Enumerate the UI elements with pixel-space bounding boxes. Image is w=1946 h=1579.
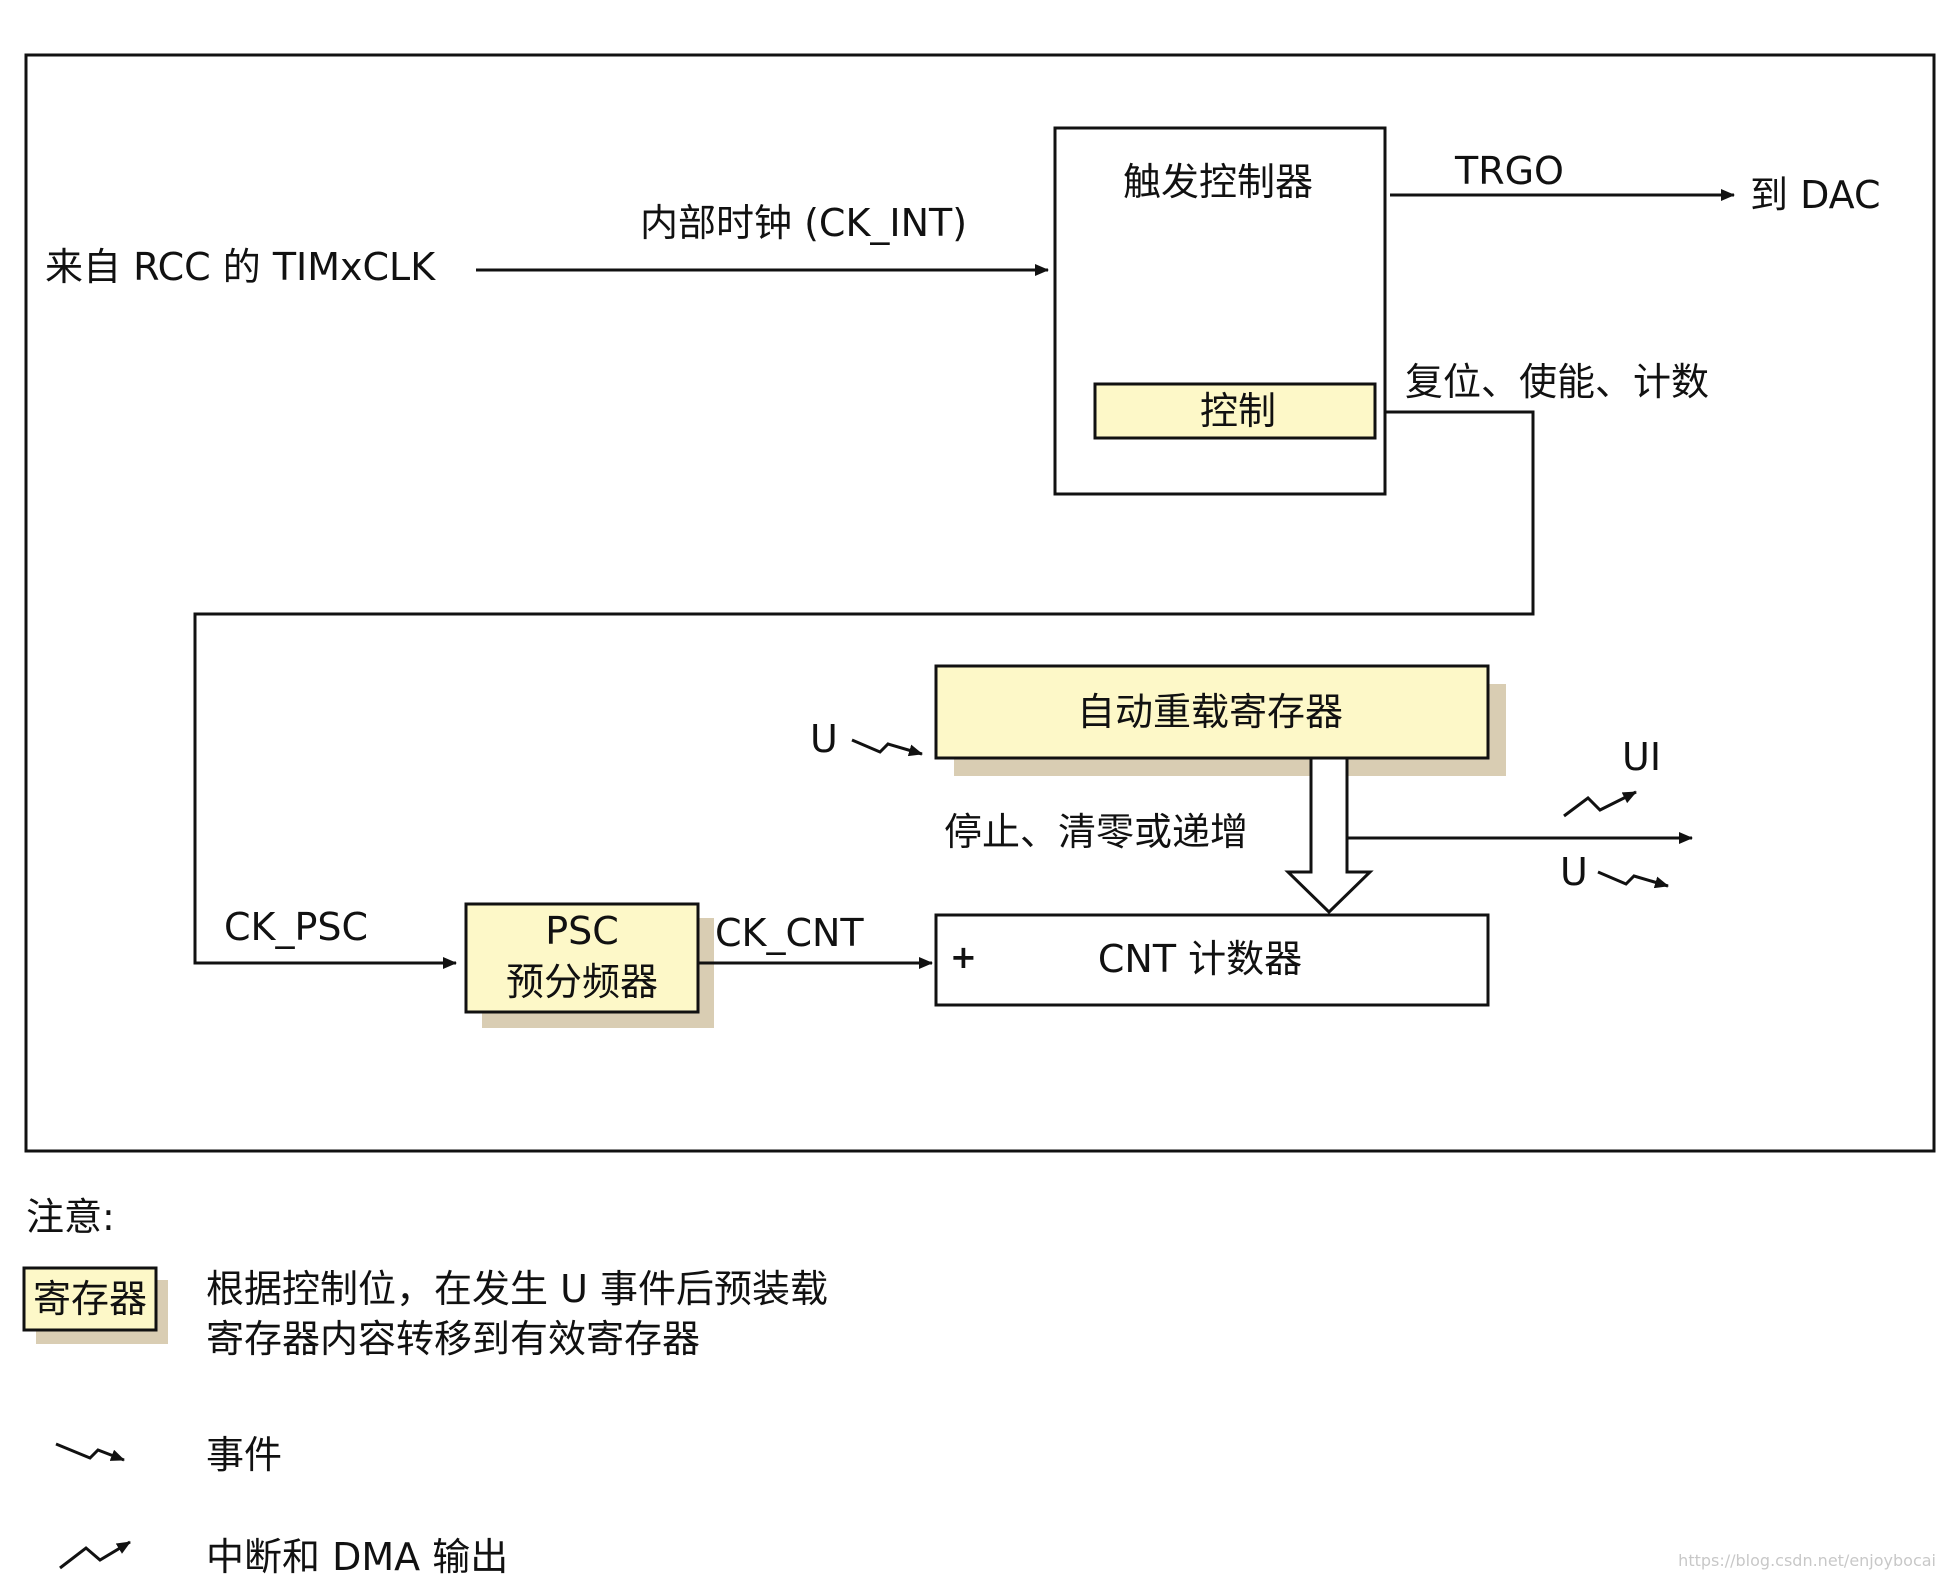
u-event-in-label: U bbox=[810, 717, 838, 761]
prescaler-label: 预分频器 bbox=[506, 960, 658, 1004]
cnt-counter-box bbox=[934, 913, 1490, 1007]
ck-psc-label: CK_PSC bbox=[224, 905, 368, 949]
reset-enable-count-label: 复位、使能、计数 bbox=[1405, 360, 1709, 404]
auto-reload-label: 自动重载寄存器 bbox=[1077, 690, 1343, 734]
control-box bbox=[1093, 382, 1377, 440]
stop-clear-label: 停止、清零或递增 bbox=[944, 810, 1248, 854]
cnt-counter-label: CNT 计数器 bbox=[1098, 937, 1302, 981]
control-feedback-line bbox=[193, 410, 1535, 969]
watermark: https://blog.csdn.net/enjoybocai bbox=[1678, 1551, 1936, 1570]
internal-clock-label: 内部时钟 (CK_INT) bbox=[640, 201, 967, 245]
control-label: 控制 bbox=[1200, 389, 1276, 433]
ui-label: UI bbox=[1622, 735, 1661, 779]
legend-interrupt-label: 中断和 DMA 输出 bbox=[206, 1535, 508, 1579]
legend-register-desc-2: 寄存器内容转移到有效寄存器 bbox=[206, 1317, 700, 1361]
trgo-label: TRGO bbox=[1454, 149, 1564, 193]
event-out-icon bbox=[1597, 870, 1669, 889]
plus-label: + bbox=[950, 938, 977, 976]
psc-label: PSC bbox=[545, 909, 619, 953]
auto-reload-box bbox=[934, 664, 1490, 760]
legend-register-desc-1: 根据控制位，在发生 U 事件后预装载 bbox=[206, 1267, 828, 1311]
u-event-out-label: U bbox=[1560, 850, 1588, 894]
legend-register-label: 寄存器 bbox=[33, 1277, 147, 1321]
legend-title: 注意: bbox=[26, 1195, 115, 1239]
legend-register-box bbox=[22, 1266, 158, 1332]
dac-label: 到 DAC bbox=[1750, 173, 1881, 217]
ck-cnt-label: CK_CNT bbox=[715, 911, 864, 955]
event-icon bbox=[851, 738, 923, 757]
transfer-hollow-arrow bbox=[1284, 756, 1374, 915]
legend-event-label: 事件 bbox=[206, 1433, 282, 1477]
psc-box bbox=[464, 902, 700, 1014]
outer-frame bbox=[24, 53, 1936, 1153]
trigger-controller-label: 触发控制器 bbox=[1123, 160, 1313, 204]
legend-event-icon bbox=[55, 1442, 125, 1462]
interrupt-icon bbox=[1563, 790, 1637, 818]
legend-interrupt-icon bbox=[59, 1540, 131, 1570]
source-clock-label: 来自 RCC 的 TIMxCLK bbox=[45, 245, 436, 289]
